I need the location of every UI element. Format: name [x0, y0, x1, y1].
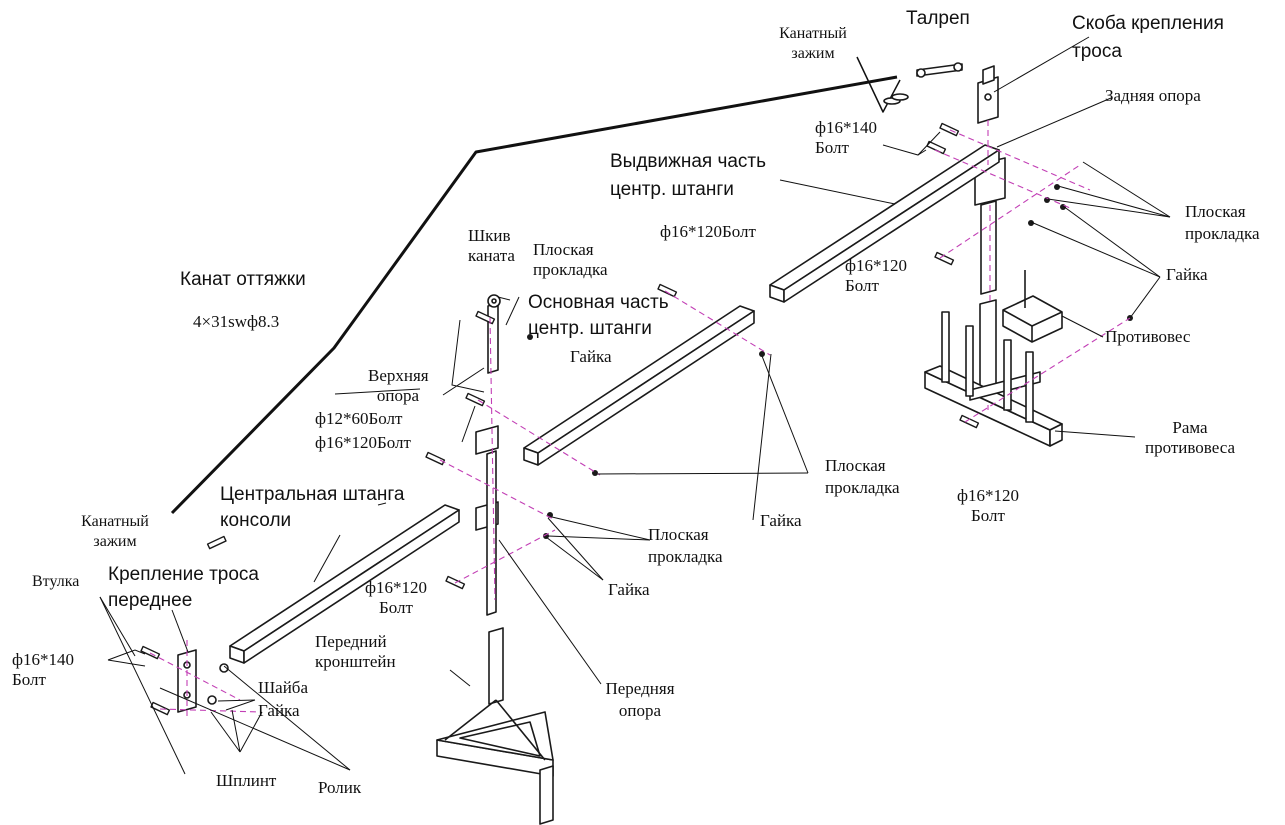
label-bolt-16x120-top: ф16*120Болт — [660, 222, 756, 241]
upper-support — [475, 294, 501, 616]
front-beam — [229, 504, 460, 664]
label-nut-center: Гайка — [760, 511, 802, 530]
label-rope-pulley: Шкив каната — [468, 226, 515, 266]
front-bracket — [436, 627, 554, 825]
label-flat-washer-right: Плоская прокладка — [1185, 202, 1260, 244]
label-bolt-16x140-top: ф16*140 Болт — [815, 118, 878, 157]
label-front-support: Передняя опора — [605, 679, 675, 721]
label-counterweight: Противовес — [1105, 327, 1191, 346]
label-bolt-12x60: ф12*60Болт — [315, 409, 403, 428]
label-turnbuckle: Талреп — [906, 8, 970, 29]
label-main-part: Основная часть центр. штанги — [528, 292, 669, 339]
label-roller: Ролик — [318, 778, 362, 797]
label-flat-washer-top: Плоская прокладка — [533, 240, 608, 280]
label-guy-rope: Канат оттяжки — [180, 269, 306, 290]
label-nut-lower: Гайка — [608, 580, 650, 599]
label-cotter-pin: Шплинт — [216, 771, 277, 790]
label-front-rope-mount: Крепление троса переднее — [108, 564, 259, 611]
label-rope-clamp-top: Канатный зажим — [779, 25, 847, 62]
label-flat-washer-lower: Плоская прокладка — [648, 525, 723, 567]
label-bushing: Втулка — [32, 573, 80, 590]
label-bolt-16x120-left: ф16*120Болт — [315, 433, 411, 452]
label-front-bracket: Передний кронштейн — [315, 632, 396, 672]
label-flat-washer-center: Плоская прокладка — [825, 456, 900, 498]
counterweight-block — [1002, 270, 1063, 343]
guy-rope — [170, 75, 898, 515]
label-central-beam: Центральная штанга консоли — [220, 484, 405, 531]
label-washer: Шайба — [258, 678, 308, 697]
label-nut-top: Гайка — [570, 347, 612, 366]
top-rope-clamp — [883, 93, 909, 105]
label-rope-clamp-bottom: Канатный зажим — [81, 513, 149, 550]
assembly-axes — [149, 120, 1131, 720]
label-rear-support: Задняя опора — [1105, 86, 1201, 105]
front-rope-mount — [177, 649, 229, 713]
label-bolt-16x140-left: ф16*140 Болт — [12, 650, 75, 689]
label-bolt-16x120-mid: ф16*120 Болт — [845, 256, 908, 295]
label-upper-support: Верхняя опора — [368, 366, 429, 406]
label-nut-front: Гайка — [258, 701, 300, 720]
label-rope-spec: 4×31swф8.3 — [193, 312, 280, 331]
rope-bracket — [977, 65, 999, 124]
bolts — [140, 122, 980, 716]
leader-lines — [99, 36, 1171, 775]
label-sliding-part: Выдвижная часть центр. штанги — [610, 151, 767, 200]
label-cw-frame: Рама противовеса — [1144, 418, 1235, 458]
top-rope-clamp-wire — [856, 56, 901, 113]
rear-support — [974, 157, 1006, 410]
turnbuckle — [916, 62, 963, 78]
label-bolt-16x120-cw: ф16*120 Болт — [956, 486, 1019, 526]
main-beam — [523, 305, 755, 466]
label-rope-bracket: Скоба крепления троса — [1072, 13, 1224, 62]
label-nut-right: Гайка — [1166, 265, 1208, 284]
sliding-beam — [769, 144, 1000, 303]
label-bolt-16x120-lower: ф16*120 Болт — [364, 578, 427, 618]
